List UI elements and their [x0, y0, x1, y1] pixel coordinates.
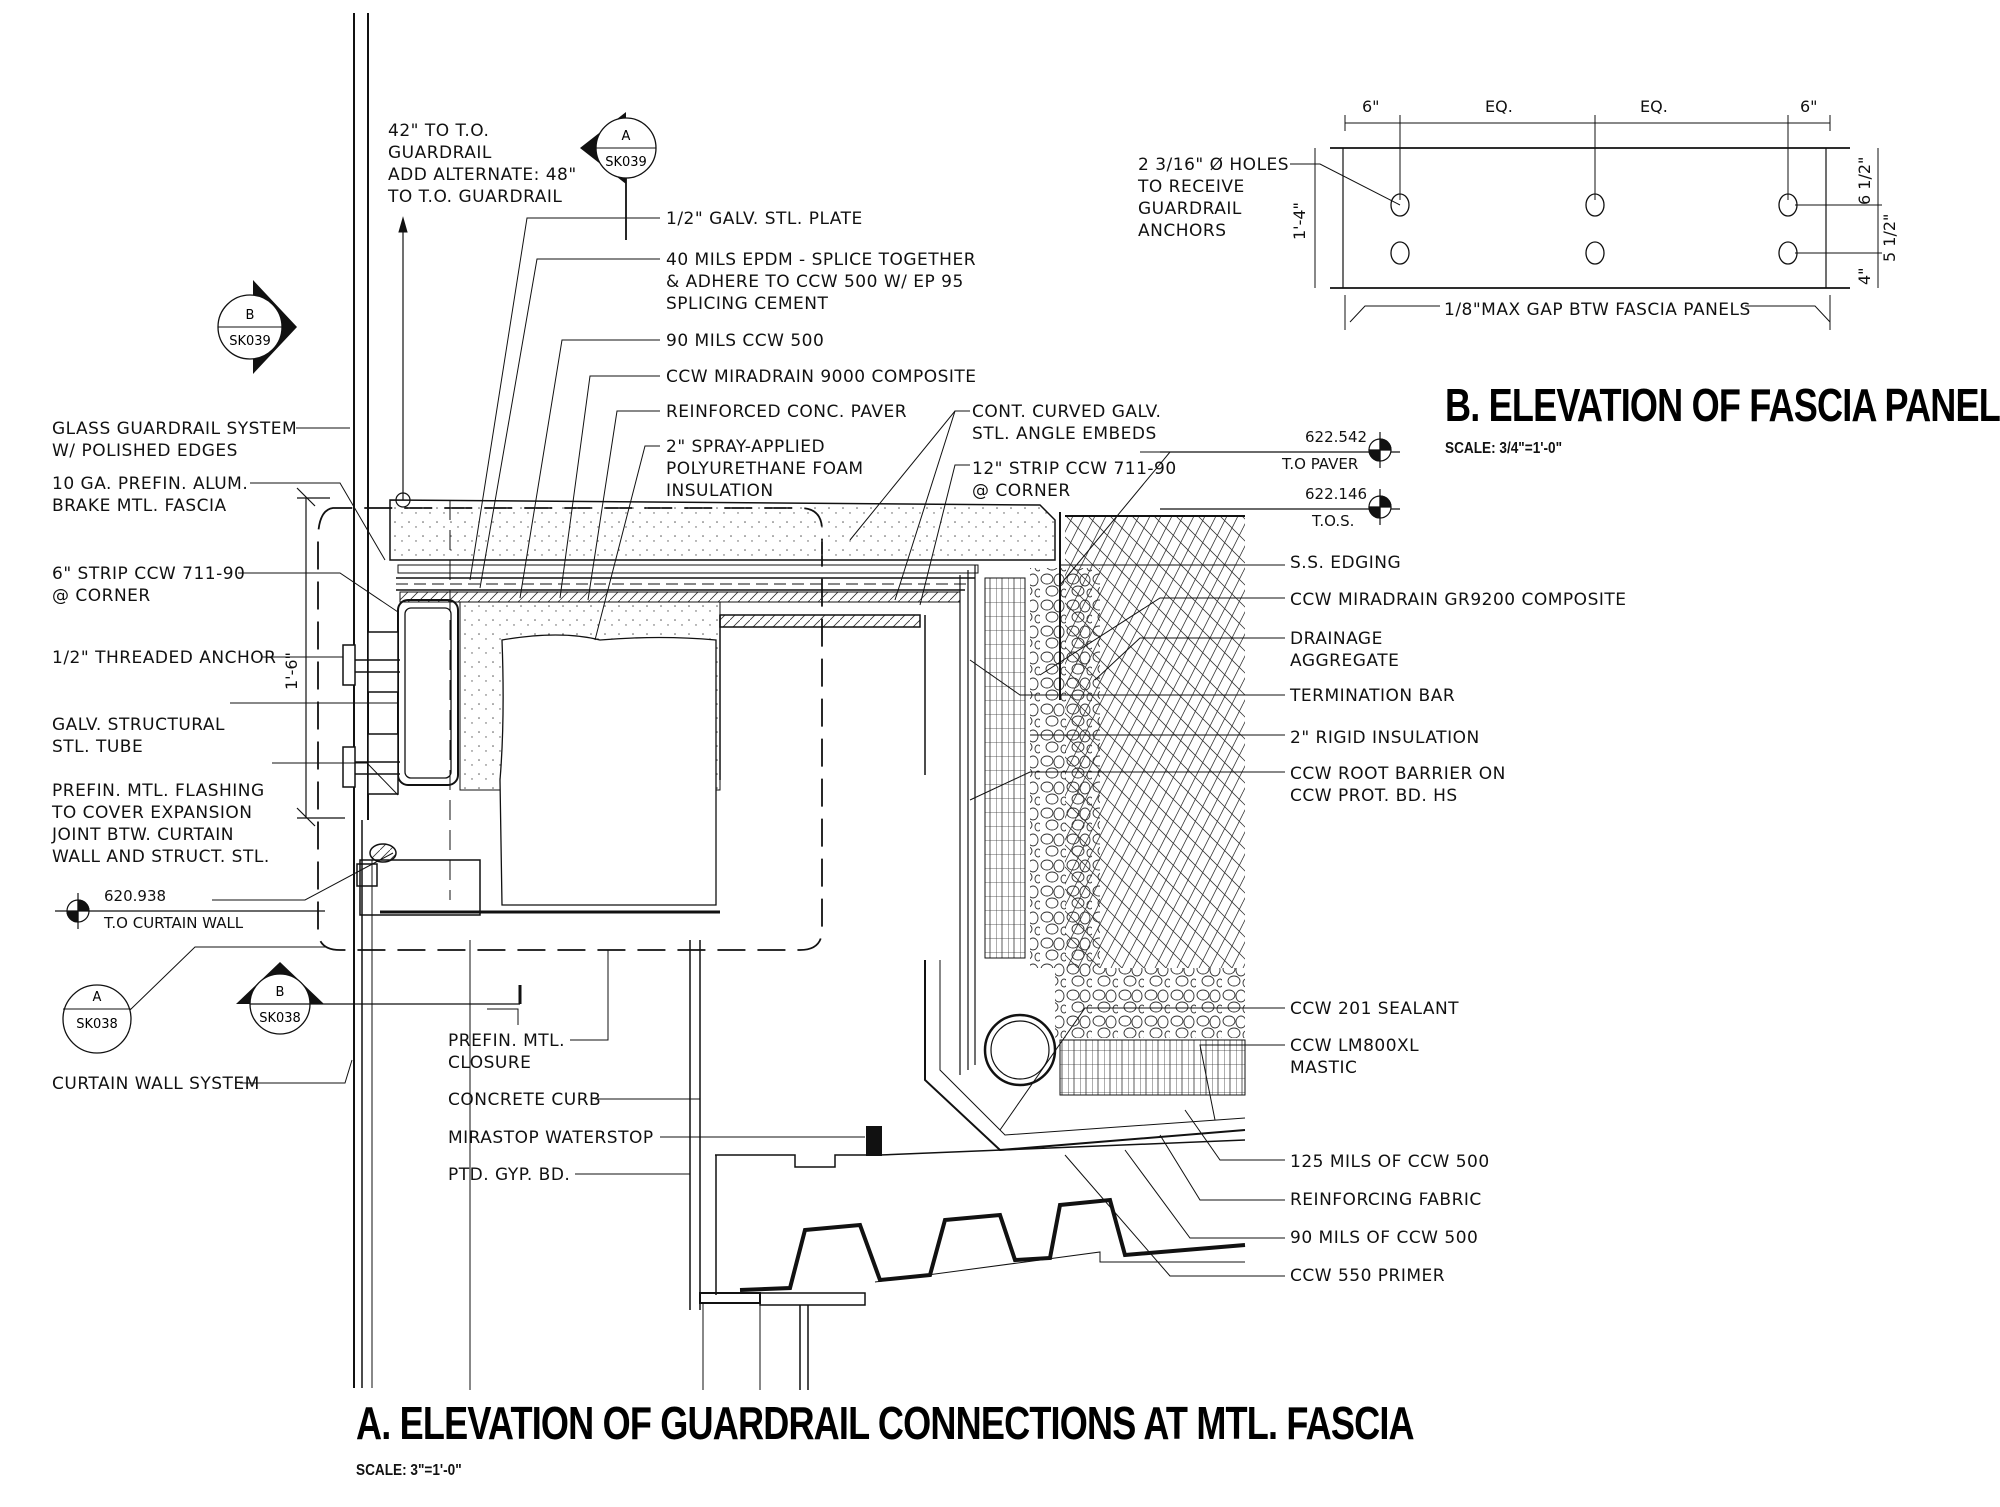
anchor-hole — [1778, 193, 1798, 217]
elevation-markers — [55, 432, 1400, 929]
marker-sheet: SK038 — [259, 1011, 301, 1026]
steel-tube — [397, 599, 459, 786]
section-marker-a-sk039: A SK039 — [580, 112, 657, 184]
anchor-hole — [1390, 193, 1410, 217]
note-ss-edging: S.S. EDGING — [1290, 553, 1402, 573]
note-strip-12: 12" STRIP CCW 711-90 @ CORNER — [972, 459, 1177, 501]
note-sealant: CCW 201 SEALANT — [1290, 999, 1460, 1019]
concrete-paver — [389, 499, 1056, 561]
detail-b-title: B. ELEVATION OF FASCIA PANEL — [1445, 380, 2000, 432]
section-marker-b-sk038: B SK038 — [236, 962, 522, 1035]
note-miradrain-9000: CCW MIRADRAIN 9000 COMPOSITE — [666, 367, 977, 387]
note-ccw500-125: 125 MILS OF CCW 500 — [1290, 1152, 1490, 1172]
threaded-anchors — [342, 631, 400, 795]
note-rigid-insulation: 2" RIGID INSULATION — [1290, 728, 1480, 748]
dim-top-3: EQ. — [1640, 97, 1668, 116]
note-gap: 1/8"MAX GAP BTW FASCIA PANELS — [1444, 300, 1751, 320]
note-flashing: PREFIN. MTL. FLASHING TO COVER EXPANSION… — [52, 781, 270, 867]
note-gyp-bd: PTD. GYP. BD. — [448, 1165, 571, 1185]
elevation-to-paver-value: 622.542 — [1305, 428, 1368, 446]
dim-right-1: 6 1/2" — [1855, 156, 1874, 205]
drain-pipe — [924, 960, 1246, 1152]
detail-a-title: A. ELEVATION OF GUARDRAIL CONNECTIONS AT… — [356, 1398, 1415, 1450]
anchor-hole — [1585, 193, 1605, 217]
anchor-hole — [1390, 241, 1410, 265]
marker-letter: B — [246, 308, 255, 323]
note-threaded-anchor: 1/2" THREADED ANCHOR — [52, 648, 277, 668]
marker-sheet: SK039 — [229, 334, 271, 349]
note-angle-embeds: CONT. CURVED GALV. STL. ANGLE EMBEDS — [972, 402, 1162, 444]
note-drainage-aggregate: DRAINAGE AGGREGATE — [1290, 629, 1400, 671]
waterstop — [866, 1126, 882, 1156]
anchor-holes — [1390, 193, 1798, 265]
marker-letter: B — [276, 985, 285, 1000]
marker-sheet: SK038 — [76, 1017, 118, 1032]
anchor-hole — [1585, 241, 1605, 265]
soil-layers — [984, 512, 1245, 968]
dimension-height-a: 1'-6" — [282, 652, 301, 690]
note-steel-tube: GALV. STRUCTURAL STL. TUBE — [52, 715, 226, 757]
note-curtain-wall-system: CURTAIN WALL SYSTEM — [52, 1074, 260, 1094]
detail-b-scale: SCALE: 3/4"=1'-0" — [1445, 440, 1563, 457]
note-fascia: 10 GA. PREFIN. ALUM. BRAKE MTL. FASCIA — [52, 474, 249, 516]
dim-top-2: EQ. — [1485, 97, 1513, 116]
note-reinforcing-fabric: REINFORCING FABRIC — [1290, 1190, 1482, 1210]
dim-top-1: 6" — [1362, 97, 1380, 116]
note-glass-guardrail: GLASS GUARDRAIL SYSTEM W/ POLISHED EDGES — [52, 419, 298, 461]
marker-letter: A — [93, 990, 102, 1005]
leaders-bottom — [469, 940, 865, 1390]
note-paver: REINFORCED CONC. PAVER — [666, 402, 908, 422]
detail-a-scale: SCALE: 3"=1'-0" — [356, 1462, 462, 1479]
dim-right-2: 5 1/2" — [1880, 213, 1899, 262]
leaders-left — [129, 427, 399, 1084]
elevation-to-paver-label: T.O PAVER — [1282, 455, 1359, 473]
note-mastic: CCW LM800XL MASTIC — [1290, 1036, 1420, 1078]
marker-letter: A — [622, 129, 631, 144]
height-dimension — [296, 487, 345, 827]
elevation-curtain-wall-value: 620.938 — [104, 887, 167, 905]
dim-right-3: 4" — [1855, 267, 1874, 285]
note-guardrail-height: 42" TO T.O. GUARDRAIL ADD ALTERNATE: 48"… — [388, 121, 577, 207]
note-spray-foam: 2" SPRAY-APPLIED POLYURETHANE FOAM INSUL… — [666, 437, 864, 501]
note-miradrain-gr9200: CCW MIRADRAIN GR9200 COMPOSITE — [1290, 590, 1627, 610]
section-marker-a-sk038: A SK038 — [62, 984, 132, 1054]
section-marker-b-sk039: B SK039 — [217, 280, 297, 374]
fascia-panel — [1290, 115, 1882, 330]
note-termination-bar: TERMINATION BAR — [1290, 686, 1456, 706]
note-root-barrier: CCW ROOT BARRIER ON CCW PROT. BD. HS — [1290, 764, 1506, 806]
note-galv-plate: 1/2" GALV. STL. PLATE — [666, 209, 863, 229]
spray-foam-insulation — [459, 601, 721, 906]
elevation-curtain-wall-label: T.O CURTAIN WALL — [104, 914, 244, 932]
elevation-tos-label: T.O.S. — [1312, 512, 1355, 530]
marker-sheet: SK039 — [605, 155, 647, 170]
note-strip-6: 6" STRIP CCW 711-90 @ CORNER — [52, 564, 246, 606]
metal-deck — [699, 1139, 1246, 1390]
dim-top-4: 6" — [1800, 97, 1818, 116]
note-primer: CCW 550 PRIMER — [1290, 1266, 1446, 1286]
note-ccw500-90: 90 MILS CCW 500 — [666, 331, 825, 351]
note-hole: 2 3/16" Ø HOLES TO RECEIVE GUARDRAIL ANC… — [1138, 155, 1290, 241]
anchor-hole — [1778, 241, 1798, 265]
note-ccw500-90b: 90 MILS OF CCW 500 — [1290, 1228, 1479, 1248]
guardrail-height-arrow — [395, 216, 411, 508]
curtain-wall-frame — [356, 843, 397, 887]
concrete-curb — [359, 614, 926, 1310]
note-closure: PREFIN. MTL. CLOSURE — [448, 1031, 566, 1073]
note-epdm: 40 MILS EPDM - SPLICE TOGETHER & ADHERE … — [666, 250, 977, 314]
note-waterstop: MIRASTOP WATERSTOP — [448, 1128, 654, 1148]
note-concrete-curb: CONCRETE CURB — [448, 1090, 602, 1110]
glass-guardrail — [353, 13, 373, 1388]
leaders-top — [469, 140, 970, 641]
dim-height-b: 1'-4" — [1290, 202, 1309, 240]
elevation-tos-value: 622.146 — [1305, 485, 1368, 503]
